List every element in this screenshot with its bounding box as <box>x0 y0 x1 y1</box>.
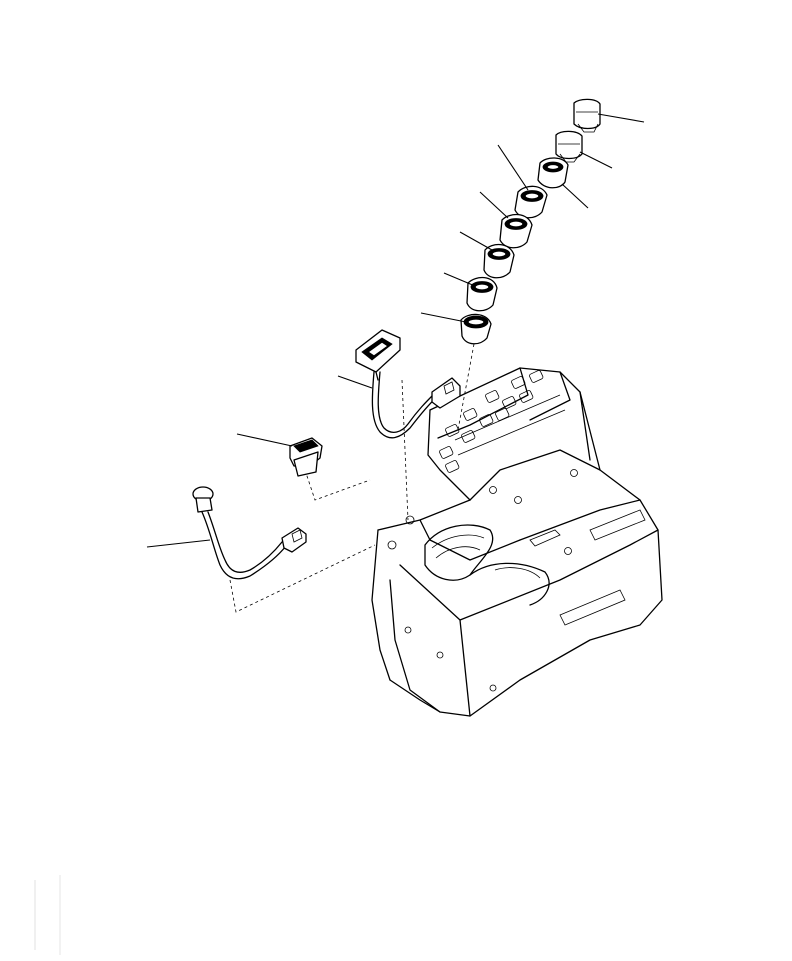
cap-second <box>555 130 583 163</box>
switch-bezel-1 <box>537 157 569 189</box>
assembly-guide-lines <box>229 343 475 613</box>
rocker-switch-with-harness <box>355 329 461 439</box>
switch-3 <box>499 213 533 249</box>
switch-5 <box>466 276 498 312</box>
switch-4 <box>483 243 515 279</box>
small-switch <box>289 437 323 477</box>
push-button-with-harness <box>192 486 307 580</box>
leader-lines <box>146 113 645 548</box>
panel-switch-holes <box>439 370 544 473</box>
cap-top <box>573 98 601 133</box>
switch-bezel-2 <box>514 185 548 219</box>
scan-artifact <box>34 875 61 955</box>
switch-6 <box>460 313 492 345</box>
console-housing <box>371 367 663 717</box>
